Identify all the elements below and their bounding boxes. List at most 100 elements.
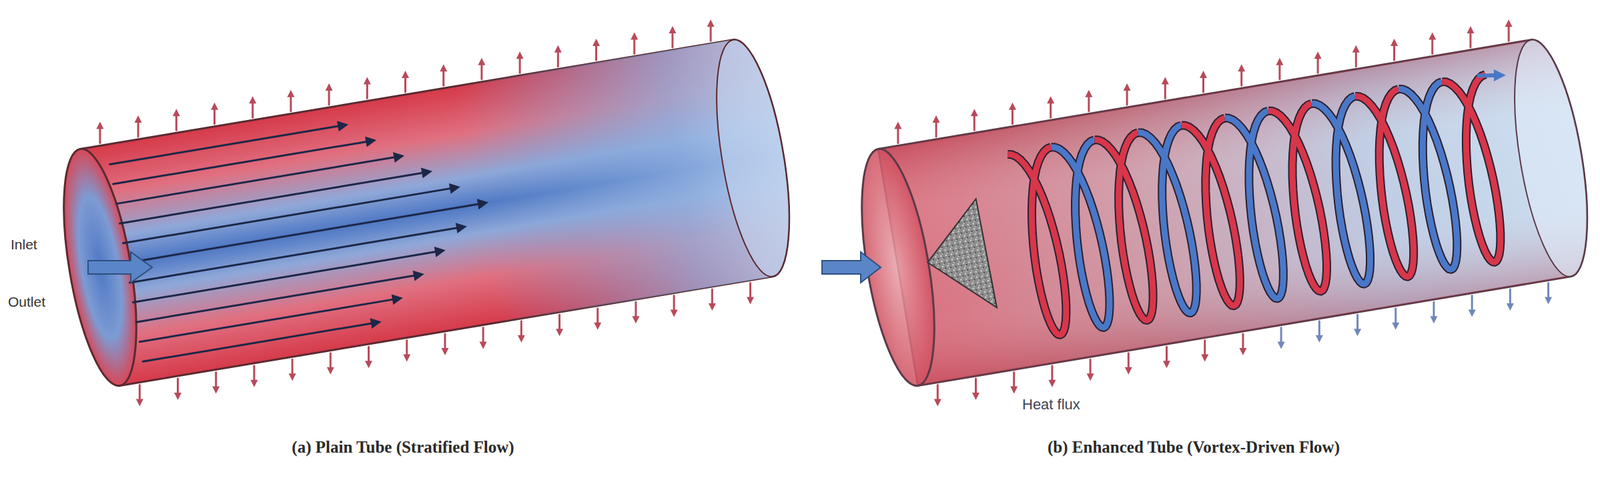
flow-line-head bbox=[477, 197, 490, 210]
heat-flux-arrow-head bbox=[934, 399, 942, 408]
heat-flux-arrow-head bbox=[1008, 102, 1017, 111]
heat-flux-arrow-head bbox=[1086, 373, 1095, 381]
helix-outline bbox=[1311, 96, 1386, 288]
heat-flux-arrow-head bbox=[212, 386, 220, 394]
helix-tip-shaft bbox=[1478, 73, 1494, 79]
flow-line-shaft bbox=[113, 142, 367, 185]
heat-flux-arrow-shaft bbox=[1280, 327, 1283, 342]
helix-coil bbox=[1050, 140, 1125, 332]
heat-flux-arrow-head bbox=[517, 335, 526, 343]
heat-flux-arrow-head bbox=[326, 367, 335, 375]
heat-flux-arrow-shaft bbox=[673, 296, 676, 311]
panel-caption: (b) Enhanced Tube (Vortex-Driven Flow) bbox=[1047, 437, 1340, 458]
flow-line-head bbox=[392, 150, 406, 163]
heat-flux-arrow-head bbox=[172, 108, 181, 117]
heat-flux-arrow-head bbox=[325, 83, 333, 91]
heat-flux-arrow-shaft bbox=[1393, 46, 1396, 61]
heat-flux-arrow-shaft bbox=[749, 282, 752, 297]
heat-flux-arrow-head bbox=[1275, 58, 1284, 66]
inlet-arrow bbox=[822, 252, 881, 283]
heat-flux-arrow-head bbox=[364, 360, 373, 369]
heat-flux-arrow-shaft bbox=[328, 90, 331, 105]
heat-flux-arrow-shaft bbox=[1241, 334, 1244, 349]
flow-line-head bbox=[391, 292, 404, 305]
tube-body bbox=[80, 34, 803, 386]
heat-flux-arrow-head bbox=[1506, 303, 1514, 311]
heat-flux-arrows bbox=[96, 19, 1552, 407]
enhanced-tube bbox=[848, 34, 1600, 391]
heat-flux-arrow-head bbox=[477, 58, 486, 66]
heat-flux-arrow-head bbox=[441, 348, 449, 356]
heat-flux-arrow-shaft bbox=[557, 52, 560, 67]
heat-flux-arrow-shaft bbox=[1012, 372, 1015, 387]
heat-flux-arrow-shaft bbox=[1278, 65, 1281, 80]
heat-flux-arrow-shaft bbox=[519, 58, 522, 73]
helix-outline bbox=[1181, 118, 1256, 310]
heat-flux-arrow-head bbox=[894, 122, 902, 130]
heat-flux-arrow-head bbox=[136, 399, 144, 408]
flow-line-shaft bbox=[116, 157, 395, 205]
flow-line-head bbox=[449, 181, 462, 194]
heat-flux-arrow-shaft bbox=[1126, 90, 1129, 105]
heat-flux-arrow-shaft bbox=[1431, 39, 1434, 54]
helix-coil bbox=[1398, 82, 1473, 274]
heat-flux-arrow-head bbox=[1428, 32, 1436, 40]
outlet-label: Outlet bbox=[8, 293, 46, 311]
heat-flux-arrow-shaft bbox=[1164, 84, 1167, 99]
heat-flux-arrow-shaft bbox=[442, 71, 445, 86]
helix-outline bbox=[1398, 82, 1473, 274]
heat-flux-arrow-head bbox=[1201, 354, 1209, 363]
heat-flux-arrow-head bbox=[631, 316, 640, 324]
heat-flux-arrow-shaft bbox=[633, 39, 636, 54]
heat-flux-arrow-shaft bbox=[251, 103, 254, 118]
heat-flux-label: Heat flux bbox=[1019, 396, 1083, 414]
heat-flux-arrow-head bbox=[1391, 322, 1400, 331]
heat-flux-arrow-shaft bbox=[936, 385, 939, 400]
heat-flux-arrow-head bbox=[210, 102, 219, 111]
flow-line-shaft bbox=[129, 228, 457, 283]
helix-outline bbox=[1225, 110, 1300, 303]
helix-coil bbox=[1441, 74, 1516, 267]
heat-flux-arrow-head bbox=[1237, 64, 1246, 72]
heat-flux-arrow-shaft bbox=[480, 65, 483, 80]
heat-flux-arrow-head bbox=[288, 373, 297, 381]
helix-coil bbox=[1181, 118, 1256, 310]
helix-coil bbox=[1311, 96, 1386, 288]
heat-flux-arrow-shaft bbox=[1127, 353, 1130, 368]
vortex-helix bbox=[1006, 67, 1536, 339]
heat-flux-arrow-head bbox=[1239, 348, 1247, 356]
heat-flux-arrow-shaft bbox=[596, 308, 599, 323]
heat-flux-arrow-shaft bbox=[175, 116, 178, 131]
heat-flux-arrow-head bbox=[1353, 328, 1362, 337]
heat-flux-arrow-head bbox=[1352, 45, 1360, 53]
heat-flux-arrow-shaft bbox=[974, 378, 977, 393]
heat-flux-arrow-head bbox=[401, 70, 410, 79]
flow-line-shaft bbox=[139, 299, 393, 342]
heat-flux-arrow-shaft bbox=[1050, 366, 1053, 381]
heat-flux-arrow-shaft bbox=[595, 46, 598, 61]
heat-flux-arrow-head bbox=[970, 108, 979, 117]
heat-flux-arrow-head bbox=[1505, 19, 1513, 27]
flow-line-shaft bbox=[132, 252, 436, 303]
heat-flux-arrow-head bbox=[1314, 51, 1322, 59]
heat-flux-arrow-shaft bbox=[935, 122, 938, 137]
heat-flux-arrow-head bbox=[1161, 77, 1169, 85]
heat-flux-arrow-head bbox=[1390, 38, 1398, 47]
tube-end bbox=[1500, 34, 1600, 282]
heat-flux-arrow-shaft bbox=[520, 321, 523, 336]
flow-line-shaft bbox=[120, 172, 423, 224]
heat-flux-arrow-shaft bbox=[671, 33, 674, 48]
heat-flux-arrow-head bbox=[363, 77, 371, 85]
heat-flux-arrow-head bbox=[555, 328, 564, 337]
flow-line-head bbox=[336, 119, 349, 132]
heat-flux-arrow-head bbox=[1046, 96, 1055, 104]
flow-line-head bbox=[364, 134, 377, 147]
tube-body bbox=[878, 34, 1600, 386]
heat-flux-arrow-head bbox=[439, 64, 448, 72]
heat-flux-arrow-shaft bbox=[1011, 110, 1014, 125]
heat-flux-arrow-head bbox=[479, 341, 488, 349]
helix-outline bbox=[1268, 103, 1343, 295]
heat-flux-arrow-head bbox=[707, 19, 715, 27]
flow-line-shaft bbox=[136, 276, 414, 323]
